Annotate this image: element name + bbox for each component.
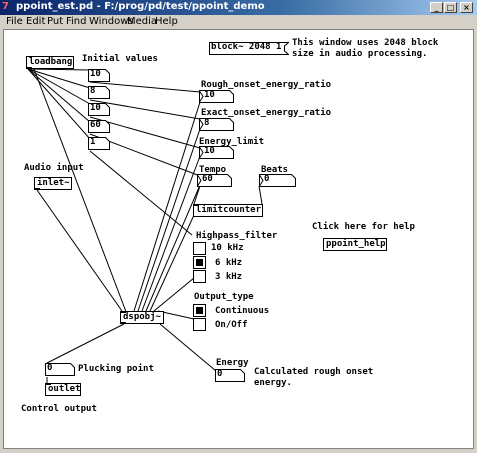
output-radio-continuous[interactable] [193, 304, 206, 317]
dspobj-object[interactable]: dspobj~ [120, 311, 164, 324]
highpass-option-6k: 6 kHz [215, 258, 243, 268]
menu-bar: File Edit Put Find Windows Media Help [0, 15, 477, 29]
energy-limit-label: Energy_limit [199, 137, 265, 147]
title-bar[interactable]: 7 ppoint_est.pd - F:/prog/pd/test/ppoint… [0, 0, 477, 15]
plucking-label: Plucking point [78, 364, 154, 374]
output-type-label: Output_type [194, 292, 254, 302]
block-message[interactable]: block~ 2048 1 [209, 42, 289, 55]
highpass-label: Highpass_filter [196, 231, 278, 241]
init-number-3[interactable]: 10 [88, 103, 110, 116]
block-comment: This window uses 2048 block size in audi… [292, 38, 439, 59]
highpass-radio-10k[interactable] [193, 242, 206, 255]
radio-selected-mark [196, 259, 203, 266]
control-output-label: Control output [21, 404, 97, 414]
menu-put[interactable]: Put [47, 16, 64, 27]
menu-file[interactable]: File [6, 16, 23, 27]
highpass-radio-3k[interactable] [193, 270, 206, 283]
menu-edit[interactable]: Edit [26, 16, 46, 27]
initial-values-label: Initial values [82, 54, 158, 64]
close-button[interactable]: × [460, 2, 473, 13]
ppoint-help-object[interactable]: ppoint_help [323, 238, 387, 251]
highpass-option-3k: 3 kHz [215, 272, 243, 282]
menu-media[interactable]: Media [127, 16, 158, 27]
inlet-port [120, 311, 126, 313]
init-number-4[interactable]: 60 [88, 120, 110, 133]
outlet-object[interactable]: outlet [45, 383, 81, 396]
energy-numberbox[interactable]: 0 [215, 369, 245, 382]
output-option-onoff: On/Off [215, 320, 248, 330]
init-number-1[interactable]: 10 [88, 69, 110, 82]
inlet-port [45, 383, 51, 385]
beats-numberbox[interactable]: 0 [259, 174, 296, 187]
pd-app-icon: 7 [2, 1, 9, 12]
outlet-port [34, 188, 40, 190]
exact-onset-label: Exact_onset_energy_ratio [201, 108, 332, 118]
patch-canvas[interactable]: block~ 2048 1 This window uses 2048 bloc… [3, 29, 474, 449]
patch-cords [27, 68, 263, 383]
highpass-option-10k: 10 kHz [211, 243, 244, 253]
outlet-port [120, 322, 126, 324]
init-number-2[interactable]: 8 [88, 86, 110, 99]
window-title: ppoint_est.pd - F:/prog/pd/test/ppoint_d… [16, 1, 265, 12]
exact-onset-numberbox[interactable]: 8 [199, 118, 234, 131]
inlet-tilde-object[interactable]: inlet~ [34, 177, 72, 190]
rough-onset-numberbox[interactable]: 10 [199, 90, 234, 103]
energy-limit-numberbox[interactable]: 10 [199, 146, 234, 159]
limitcounter-object[interactable]: limitcounter [193, 204, 263, 217]
help-comment: Click here for help [312, 222, 415, 232]
inlet-port [193, 204, 199, 206]
menu-help[interactable]: Help [155, 16, 178, 27]
menu-windows[interactable]: Windows [89, 16, 134, 27]
audio-input-label: Audio input [24, 163, 84, 173]
outlet-port [26, 67, 32, 69]
maximize-button[interactable]: □ [444, 2, 457, 13]
tempo-label: Tempo [199, 165, 227, 175]
energy-comment: Calculated rough onset energy. [254, 367, 374, 388]
energy-label: Energy [216, 358, 249, 368]
minimize-button[interactable]: _ [430, 2, 443, 13]
output-radio-onoff[interactable] [193, 318, 206, 331]
plucking-numberbox[interactable]: 0 [45, 363, 75, 376]
output-option-continuous: Continuous [215, 306, 270, 316]
menu-find[interactable]: Find [66, 16, 87, 27]
loadbang-object[interactable]: loadbang [26, 56, 74, 69]
radio-selected-mark [196, 307, 203, 314]
beats-label: Beats [261, 165, 289, 175]
init-number-5[interactable]: 1 [88, 137, 110, 150]
rough-onset-label: Rough_onset_energy_ratio [201, 80, 332, 90]
tempo-numberbox[interactable]: 60 [197, 174, 232, 187]
highpass-radio-6k[interactable] [193, 256, 206, 269]
